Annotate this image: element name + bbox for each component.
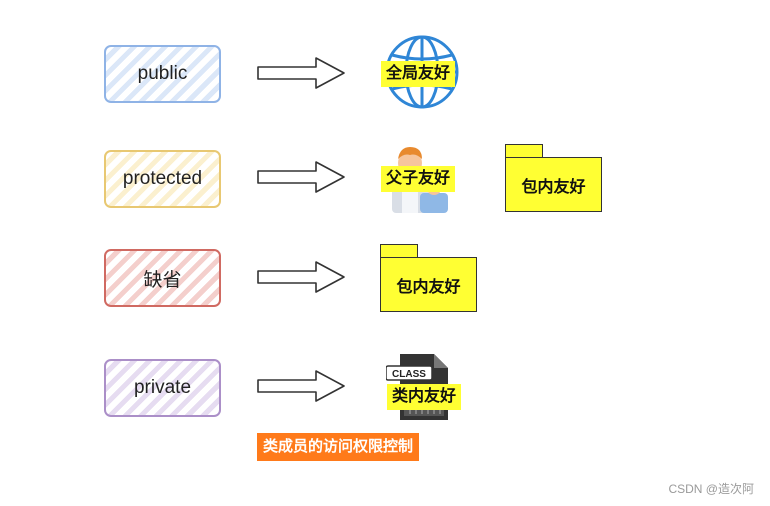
modifier-protected-label: protected — [122, 168, 203, 189]
scope-global-label: 全局友好 — [381, 61, 456, 87]
scope-package-label: 包内友好 — [505, 157, 602, 212]
watermark: CSDN @造次阿 — [668, 482, 754, 496]
class-file-text: CLASS — [392, 369, 426, 380]
folder-icon: 包内友好 — [505, 144, 602, 212]
modifier-protected-box: protected — [104, 150, 221, 208]
scope-parent-child-label: 父子友好 — [381, 166, 456, 192]
scope-package-label: 包内友好 — [380, 257, 477, 312]
folder-icon: 包内友好 — [380, 244, 477, 312]
arrow-right-icon — [257, 370, 345, 402]
modifier-public-label: public — [137, 63, 188, 84]
arrow-right-icon — [257, 161, 345, 193]
modifier-private-box: private — [104, 359, 221, 417]
modifier-public-box: public — [104, 45, 221, 103]
arrow-right-icon — [257, 261, 345, 293]
arrow-right-icon — [257, 57, 345, 89]
modifier-default-box: 缺省 — [104, 249, 221, 307]
modifier-default-label: 缺省 — [143, 269, 182, 291]
modifier-private-label: private — [133, 377, 192, 398]
diagram-caption: 类成员的访问权限控制 — [257, 433, 420, 461]
scope-class-label: 类内友好 — [387, 384, 462, 410]
